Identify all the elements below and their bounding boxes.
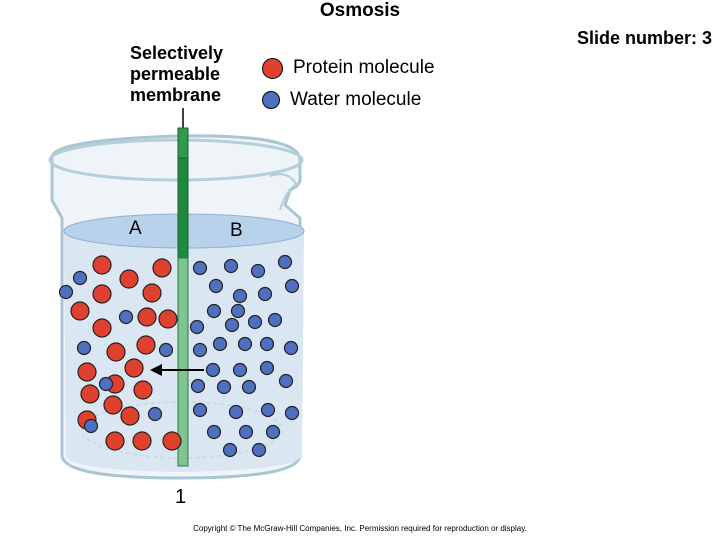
osmosis-arrow-head [150,364,162,376]
water-molecule [189,319,205,335]
water-molecule [206,424,222,440]
membrane-label-line-1: Selectively [130,43,224,63]
legend-protein: Protein molecule [262,57,435,79]
protein-molecule [158,309,178,329]
protein-molecule [80,384,100,404]
membrane-upper [177,157,189,259]
water-molecule [212,336,228,352]
side-a-label: A [129,218,142,239]
protein-molecule [119,269,139,289]
side-b-label: B [230,220,243,241]
copyright-notice: Copyright © The McGraw-Hill Companies, I… [193,524,527,533]
protein-molecule [124,358,144,378]
water-molecule [216,379,232,395]
protein-molecule [133,380,153,400]
water-molecule [223,258,239,274]
protein-molecule [92,318,112,338]
water-molecule [278,373,294,389]
protein-molecule [77,362,97,382]
water-molecule [58,284,74,300]
legend-water: Water molecule [262,89,421,111]
protein-molecule [152,258,172,278]
membrane-label-line-3: membrane [130,85,222,105]
membrane-label-line-2: permeable [130,64,221,84]
water-molecule [76,340,92,356]
water-molecule [247,314,263,330]
water-molecule [206,303,222,319]
legend-protein-label: Protein molecule [293,57,435,78]
protein-molecule [142,283,162,303]
water-molecule [283,340,299,356]
water-molecule [251,442,267,458]
water-molecule [190,378,206,394]
water-molecule [118,309,134,325]
water-molecule [222,442,238,458]
water-swatch [262,91,280,109]
protein-molecule [92,284,112,304]
protein-molecule [137,307,157,327]
water-molecule [267,312,283,328]
membrane-label: Selectively permeable membrane [130,43,223,106]
page-title: Osmosis [319,0,401,21]
water-molecule [259,336,275,352]
water-molecule [238,424,254,440]
water-molecule [72,270,88,286]
water-molecule [192,260,208,276]
water-molecule [259,360,275,376]
protein-molecules [70,255,182,451]
protein-molecule [103,395,123,415]
water-molecule [83,418,99,434]
protein-molecule [105,431,125,451]
water-molecule [277,254,293,270]
water-molecule [98,376,114,392]
water-molecule [205,362,221,378]
protein-molecule [132,431,152,451]
water-molecule [228,404,244,420]
slide-number: Slide number: 3 [576,28,712,48]
water-molecule [241,379,257,395]
water-molecule [250,263,266,279]
water-molecule [147,406,163,422]
water-molecule [192,402,208,418]
step-number: 1 [175,486,187,508]
protein-molecule [70,301,90,321]
water-molecule [284,278,300,294]
beaker-spout [269,173,298,211]
water-molecule [208,278,224,294]
protein-molecule [120,406,140,426]
water-molecule [230,303,246,319]
water-molecule [192,342,208,358]
beaker-rim [48,138,304,182]
water-molecule [260,402,276,418]
protein-swatch [262,57,283,79]
protein-molecule [136,335,156,355]
protein-molecule [106,342,126,362]
legend-water-label: Water molecule [290,89,422,110]
protein-molecule [162,431,182,451]
water-molecule [158,342,174,358]
water-molecule [257,286,273,302]
water-molecule [284,405,300,421]
water-molecule [265,424,281,440]
membrane-top [177,127,189,159]
water-molecule [224,317,240,333]
water-molecule [237,336,253,352]
water-molecules [58,254,300,458]
protein-molecule [92,255,112,275]
water-molecule [232,362,248,378]
water-molecule [232,288,248,304]
membrane-lower [177,257,189,467]
